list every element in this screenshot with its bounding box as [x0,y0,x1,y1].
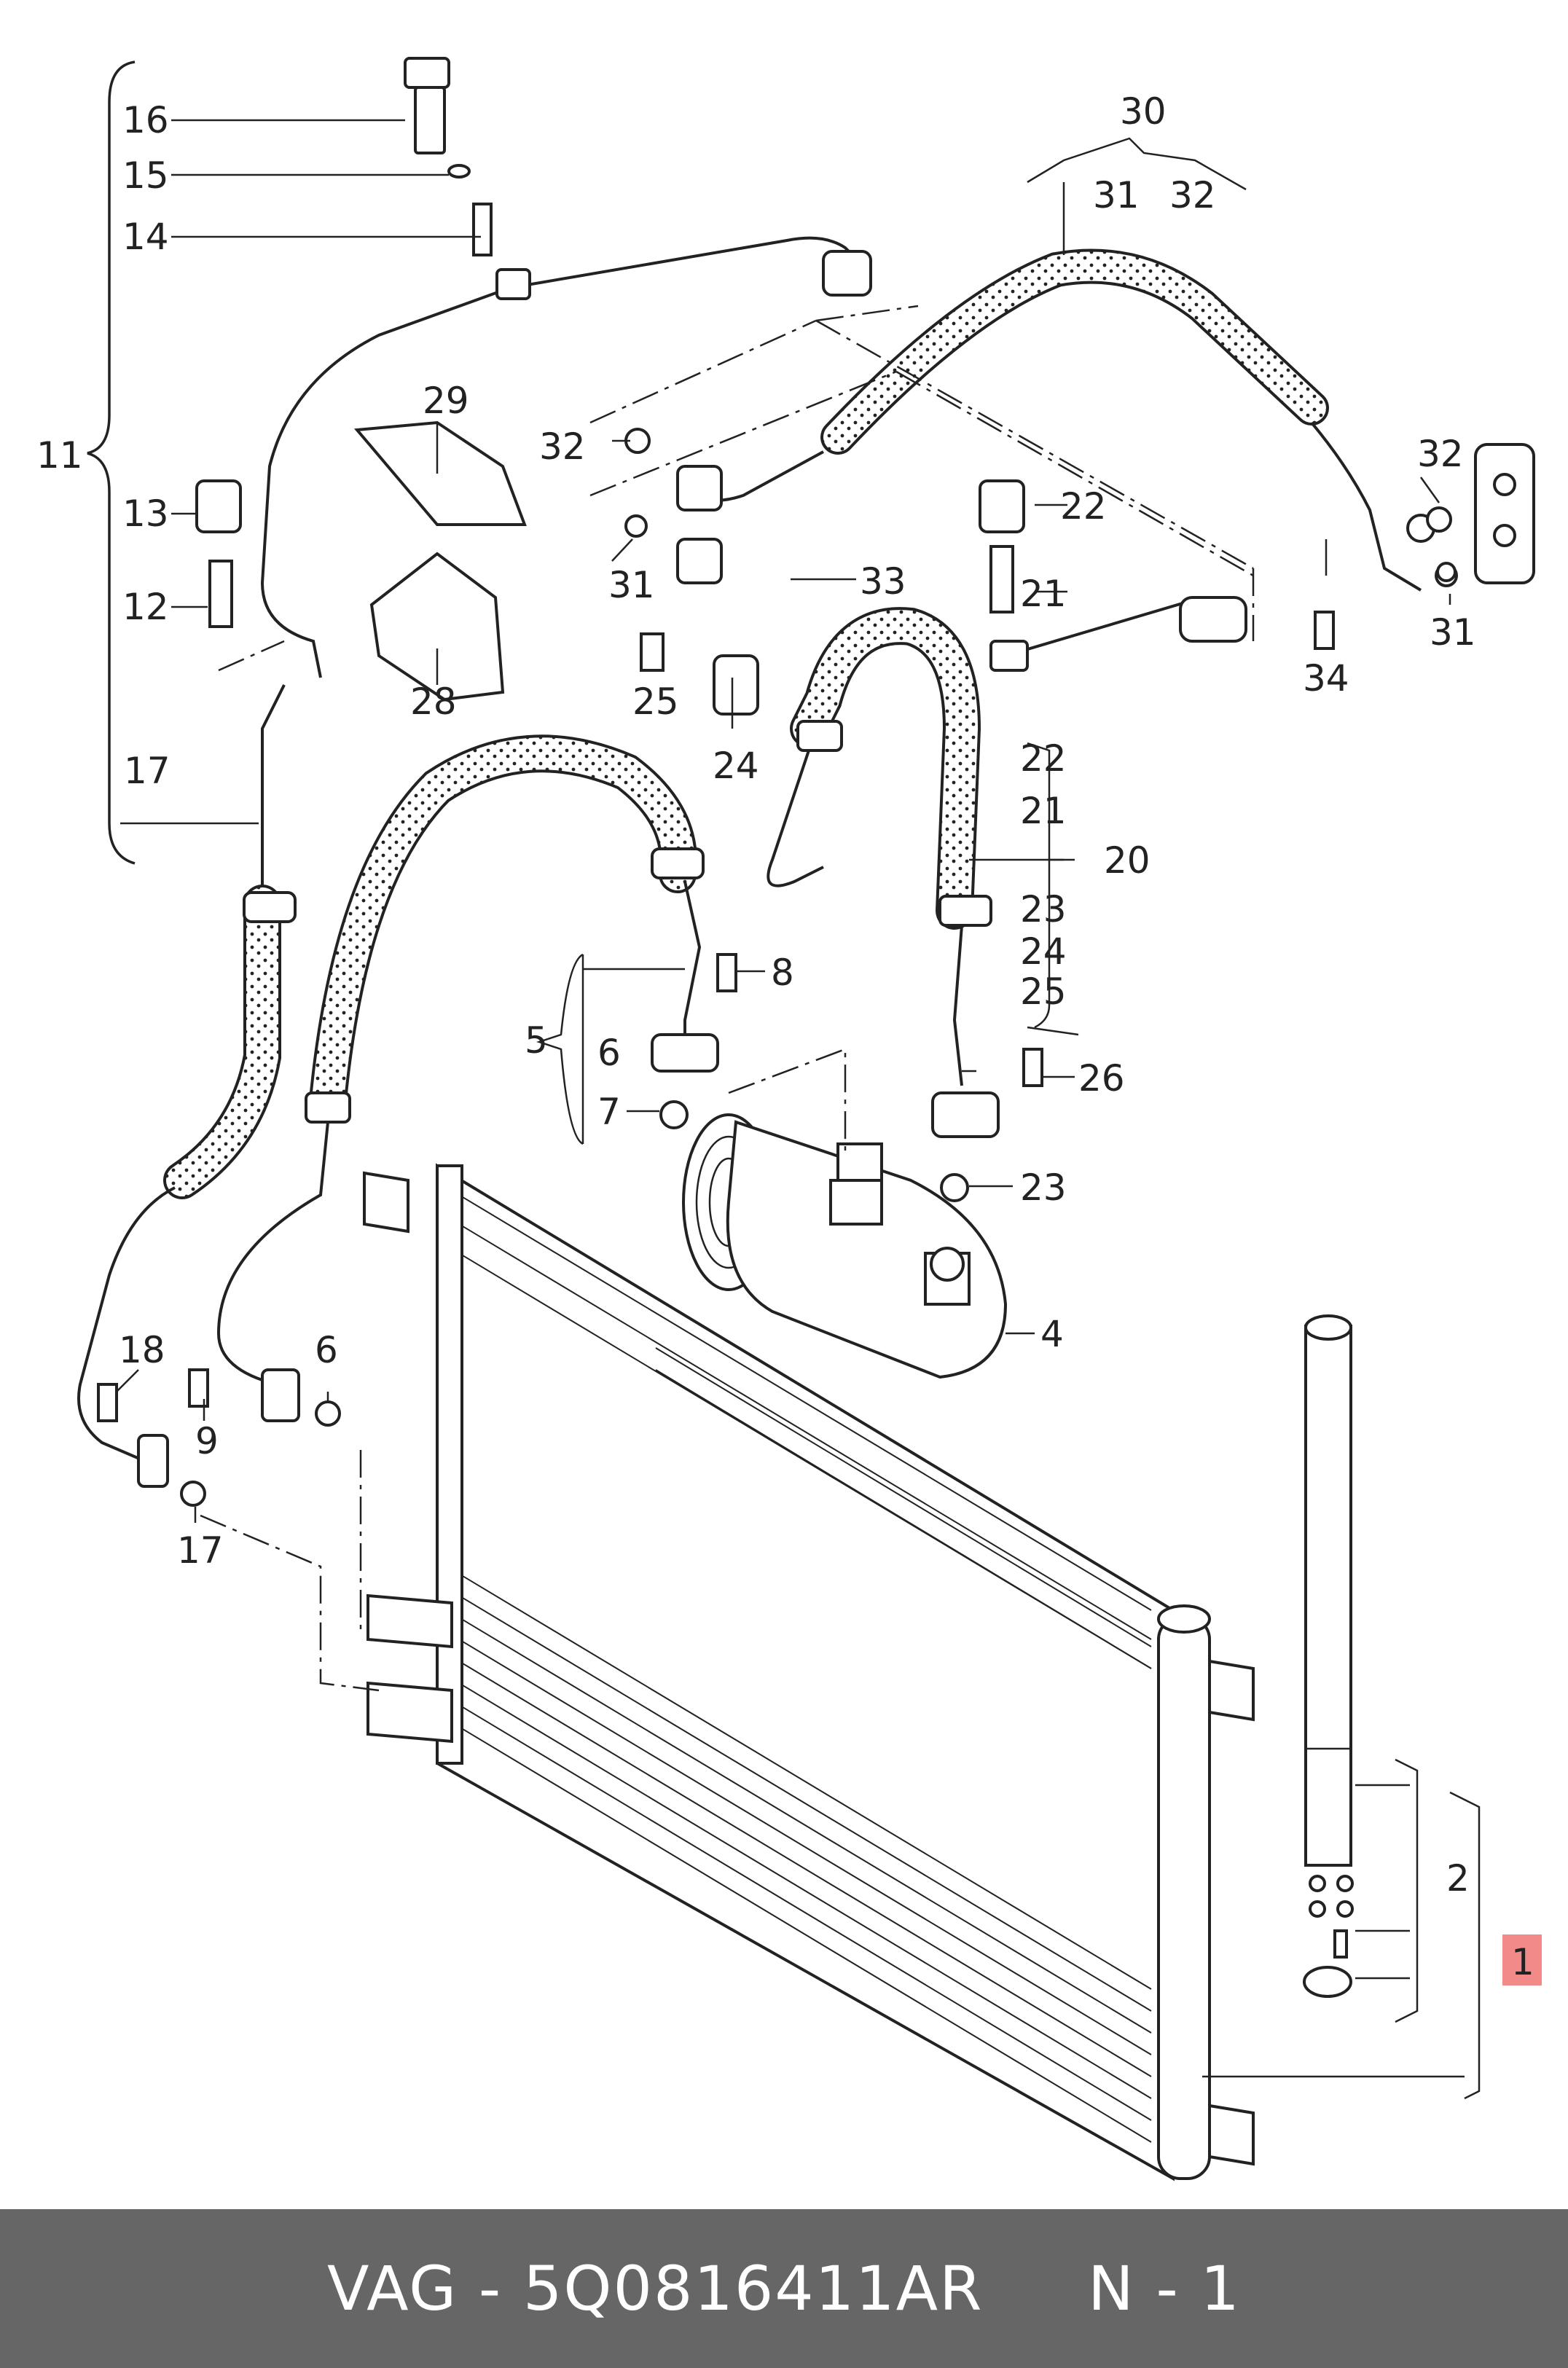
callout-12: 12 [122,586,169,628]
callout-31-mid: 31 [608,564,655,606]
service-valve-cap-22 [979,479,1025,533]
callout-24-top: 24 [713,745,759,787]
callout-17-low: 17 [177,1529,224,1572]
footer-bar: VAG - 5Q0816411AR N - 1 [0,2209,1568,2368]
callout-26: 26 [1078,1057,1125,1099]
callout-32-top: 32 [1169,174,1216,216]
callout-7: 7 [597,1091,621,1133]
leader-lines [87,60,1481,2100]
callout-1-highlight [1502,1934,1542,1985]
callout-22-mid: 22 [1020,737,1067,780]
condenser [363,1163,1255,2181]
callout-15: 15 [122,154,169,197]
bracket-28 [369,552,505,702]
callout-23-mid: 23 [1020,888,1067,930]
callout-32-right: 32 [1417,433,1464,475]
callout-11: 11 [36,434,83,477]
callout-13: 13 [122,493,169,535]
part-number: 5Q0816411AR [522,2253,984,2324]
service-valve-cap-13 [195,479,242,533]
callout-29: 29 [423,380,469,422]
assembly-lines [200,305,1255,1692]
callout-18: 18 [119,1329,165,1371]
compressor-port-top [829,1179,883,1226]
condenser-right-tank [1157,1616,1211,2180]
drier-cylinder [1304,1325,1352,1867]
callout-21-top: 21 [1020,573,1067,615]
position-label: N - 1 [1087,2253,1241,2324]
callout-25-mid: 25 [1020,971,1067,1013]
flange-plate [1474,443,1535,584]
condenser-fins [458,1194,1152,2143]
part-caption: VAG - 5Q0816411AR N - 1 [327,2253,1241,2324]
callout-24-mid: 24 [1020,930,1067,973]
callout-33: 33 [860,560,906,603]
callout-32-mid: 32 [539,426,586,468]
callout-34: 34 [1303,657,1349,699]
callout-31-top: 31 [1093,174,1140,216]
ac-system-exploded-diagram: 16 15 14 11 13 12 17 29 28 30 31 32 32 3… [36,57,1542,2181]
brand-label: VAG [327,2253,458,2324]
callout-6-top: 6 [597,1032,621,1074]
bushing-24 [713,654,759,716]
callout-30: 30 [1120,90,1167,133]
pressure-sensor [404,57,450,89]
callout-16: 16 [122,99,169,141]
clamp-29 [353,420,527,526]
callout-14: 14 [122,216,169,258]
callout-28: 28 [410,681,457,723]
receiver-drier [1303,1314,1354,1998]
callout-22-top: 22 [1060,485,1107,528]
callout-labels: 16 15 14 11 13 12 17 29 28 30 31 32 32 3… [36,90,1542,1985]
callout-6-low: 6 [315,1329,338,1371]
caption-separator: - [478,2253,503,2324]
callout-25-top: 25 [632,681,679,723]
callout-17-upper: 17 [124,750,170,792]
callout-2: 2 [1446,1857,1470,1900]
callout-1: 1 [1511,1941,1534,1983]
callout-8: 8 [771,952,794,994]
callout-31-right: 31 [1430,611,1476,654]
callout-20: 20 [1104,839,1150,882]
callout-4: 4 [1040,1313,1064,1355]
condenser-left-tank [436,1164,463,1765]
compressor [682,1113,1008,1379]
callout-5: 5 [525,1019,548,1062]
callout-23-low: 23 [1020,1167,1067,1209]
callout-9: 9 [195,1420,219,1462]
callout-21-mid: 21 [1020,790,1067,832]
